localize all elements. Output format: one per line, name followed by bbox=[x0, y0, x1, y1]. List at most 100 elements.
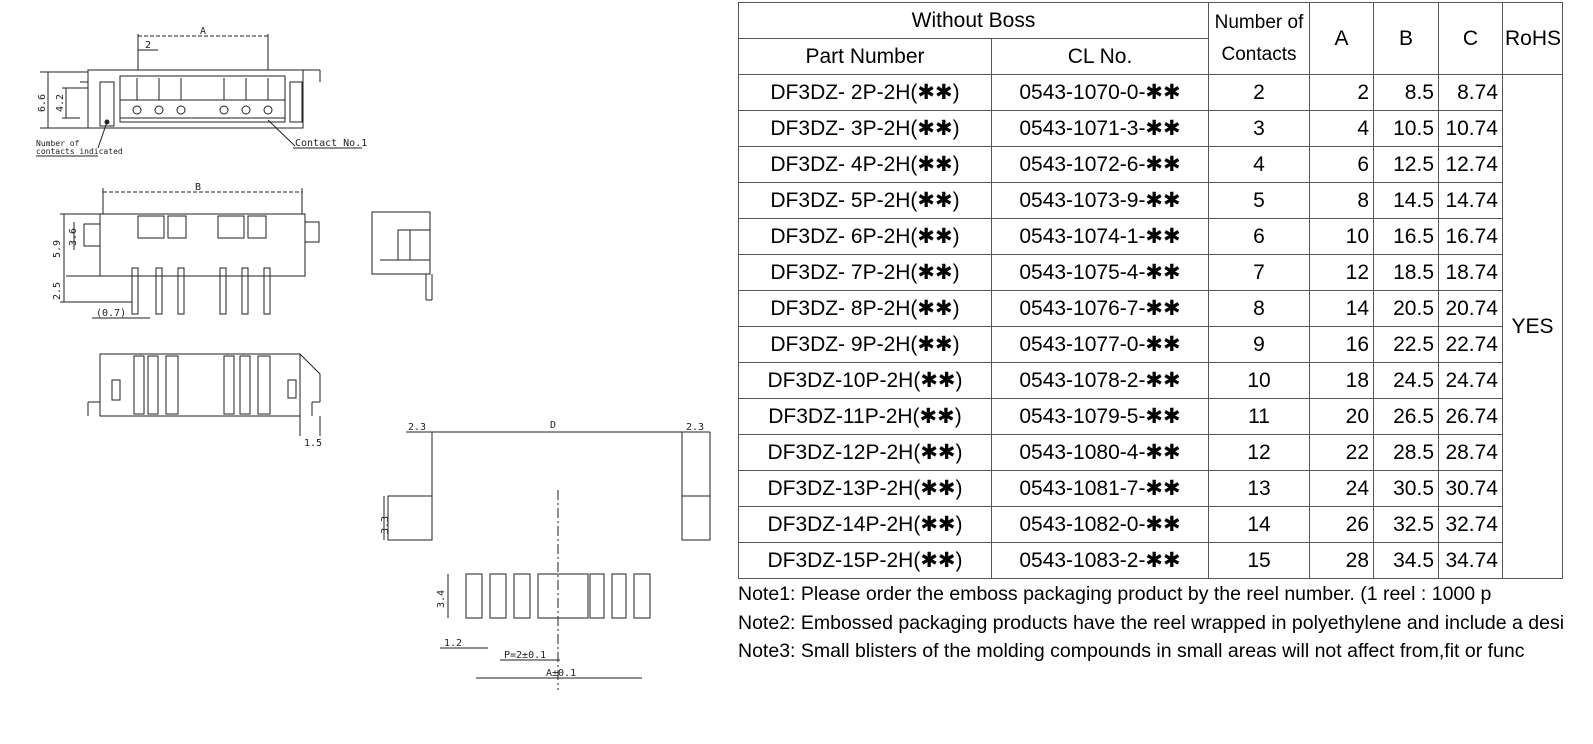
pcb-layout: 2.3 D 2.3 3.3 3.4 1.2 P=2±0.1 A±0.1 bbox=[380, 420, 711, 690]
a-header: A bbox=[1309, 2, 1374, 75]
notes: Note1: Please order the emboss packaging… bbox=[738, 580, 1593, 666]
dim-three-six: 3.6 bbox=[68, 228, 79, 246]
c-cell: 14.74 bbox=[1438, 182, 1503, 219]
cl-no-cell: 0543-1070-0-✱✱ bbox=[991, 74, 1209, 111]
part-number-cell: DF3DZ-10P-2H(✱✱) bbox=[738, 362, 992, 399]
top-view: A 2 6.6 4.2 Number of contacts indicated… bbox=[36, 26, 367, 157]
number-of-contacts-header: Number of Contacts bbox=[1208, 2, 1310, 75]
c-cell: 10.74 bbox=[1438, 110, 1503, 147]
number-of-label: Number of bbox=[36, 139, 80, 148]
part-number-cell: DF3DZ- 2P-2H(✱✱) bbox=[738, 74, 992, 111]
part-number-cell: DF3DZ- 9P-2H(✱✱) bbox=[738, 326, 992, 363]
c-cell: 34.74 bbox=[1438, 542, 1503, 579]
b-cell: 20.5 bbox=[1373, 290, 1439, 327]
cl-no-header: CL No. bbox=[991, 38, 1209, 75]
b-header: B bbox=[1373, 2, 1439, 75]
c-cell: 20.74 bbox=[1438, 290, 1503, 327]
rohs-cell: YES bbox=[1502, 74, 1563, 579]
b-cell: 30.5 bbox=[1373, 470, 1439, 507]
contact-no1-label: Contact No.1 bbox=[295, 138, 367, 149]
c-cell: 26.74 bbox=[1438, 398, 1503, 435]
contacts-cell: 5 bbox=[1208, 182, 1310, 219]
dim-two-three-left: 2.3 bbox=[408, 422, 426, 433]
c-cell: 28.74 bbox=[1438, 434, 1503, 471]
a-cell: 2 bbox=[1309, 74, 1374, 111]
part-number-cell: DF3DZ- 8P-2H(✱✱) bbox=[738, 290, 992, 327]
a-cell: 28 bbox=[1309, 542, 1374, 579]
dim-five-nine: 5.9 bbox=[52, 240, 63, 258]
b-cell: 8.5 bbox=[1373, 74, 1439, 111]
contacts-cell: 8 bbox=[1208, 290, 1310, 327]
contacts-cell: 15 bbox=[1208, 542, 1310, 579]
note-3: Note3: Small blisters of the molding com… bbox=[738, 640, 1525, 662]
dim-d: D bbox=[550, 420, 556, 431]
b-cell: 24.5 bbox=[1373, 362, 1439, 399]
rohs-header: RoHS bbox=[1502, 2, 1563, 75]
contacts-cell: 13 bbox=[1208, 470, 1310, 507]
part-number-cell: DF3DZ- 4P-2H(✱✱) bbox=[738, 146, 992, 183]
b-cell: 10.5 bbox=[1373, 110, 1439, 147]
a-cell: 22 bbox=[1309, 434, 1374, 471]
part-number-header: Part Number bbox=[738, 38, 992, 75]
connector-drawing: A 2 6.6 4.2 Number of contacts indicated… bbox=[36, 26, 711, 690]
c-cell: 22.74 bbox=[1438, 326, 1503, 363]
cl-no-cell: 0543-1078-2-✱✱ bbox=[991, 362, 1209, 399]
b-cell: 26.5 bbox=[1373, 398, 1439, 435]
contacts-cell: 12 bbox=[1208, 434, 1310, 471]
c-cell: 18.74 bbox=[1438, 254, 1503, 291]
b-cell: 14.5 bbox=[1373, 182, 1439, 219]
a-cell: 24 bbox=[1309, 470, 1374, 507]
a-cell: 26 bbox=[1309, 506, 1374, 543]
dim-one-five: 1.5 bbox=[304, 438, 322, 449]
cl-no-cell: 0543-1082-0-✱✱ bbox=[991, 506, 1209, 543]
c-cell: 24.74 bbox=[1438, 362, 1503, 399]
contacts-indicated-label: contacts indicated bbox=[36, 147, 123, 156]
cl-no-cell: 0543-1071-3-✱✱ bbox=[991, 110, 1209, 147]
c-cell: 12.74 bbox=[1438, 146, 1503, 183]
dim-two: 2 bbox=[145, 40, 151, 51]
cl-no-cell: 0543-1075-4-✱✱ bbox=[991, 254, 1209, 291]
part-number-cell: DF3DZ-15P-2H(✱✱) bbox=[738, 542, 992, 579]
part-number-cell: DF3DZ-12P-2H(✱✱) bbox=[738, 434, 992, 471]
contacts-cell: 3 bbox=[1208, 110, 1310, 147]
b-cell: 18.5 bbox=[1373, 254, 1439, 291]
contacts-cell: 10 bbox=[1208, 362, 1310, 399]
part-number-cell: DF3DZ-11P-2H(✱✱) bbox=[738, 398, 992, 435]
b-cell: 28.5 bbox=[1373, 434, 1439, 471]
bottom-view: 1.5 bbox=[87, 353, 322, 449]
cl-no-cell: 0543-1079-5-✱✱ bbox=[991, 398, 1209, 435]
c-cell: 16.74 bbox=[1438, 218, 1503, 255]
cl-no-cell: 0543-1074-1-✱✱ bbox=[991, 218, 1209, 255]
part-number-table: Without Boss Number of Contacts A B C Ro… bbox=[738, 2, 1563, 579]
a-cell: 10 bbox=[1309, 218, 1374, 255]
b-cell: 16.5 bbox=[1373, 218, 1439, 255]
cl-no-cell: 0543-1072-6-✱✱ bbox=[991, 146, 1209, 183]
contacts-cell: 11 bbox=[1208, 398, 1310, 435]
a-cell: 12 bbox=[1309, 254, 1374, 291]
part-number-cell: DF3DZ- 6P-2H(✱✱) bbox=[738, 218, 992, 255]
part-number-cell: DF3DZ- 5P-2H(✱✱) bbox=[738, 182, 992, 219]
b-cell: 32.5 bbox=[1373, 506, 1439, 543]
cl-no-cell: 0543-1080-4-✱✱ bbox=[991, 434, 1209, 471]
contacts-label: Contacts bbox=[1221, 43, 1297, 65]
note-2: Note2: Embossed packaging products have … bbox=[738, 611, 1565, 634]
c-cell: 8.74 bbox=[1438, 74, 1503, 111]
a-cell: 8 bbox=[1309, 182, 1374, 219]
cl-no-cell: 0543-1083-2-✱✱ bbox=[991, 542, 1209, 579]
a-cell: 4 bbox=[1309, 110, 1374, 147]
dim-pitch: P=2±0.1 bbox=[504, 650, 546, 661]
b-cell: 22.5 bbox=[1373, 326, 1439, 363]
without-boss-header: Without Boss bbox=[738, 2, 1209, 39]
note-1: Note1: Please order the emboss packaging… bbox=[738, 583, 1492, 605]
part-number-cell: DF3DZ-13P-2H(✱✱) bbox=[738, 470, 992, 507]
b-cell: 34.5 bbox=[1373, 542, 1439, 579]
number-of-label: Number of bbox=[1214, 11, 1304, 33]
cl-no-cell: 0543-1076-7-✱✱ bbox=[991, 290, 1209, 327]
